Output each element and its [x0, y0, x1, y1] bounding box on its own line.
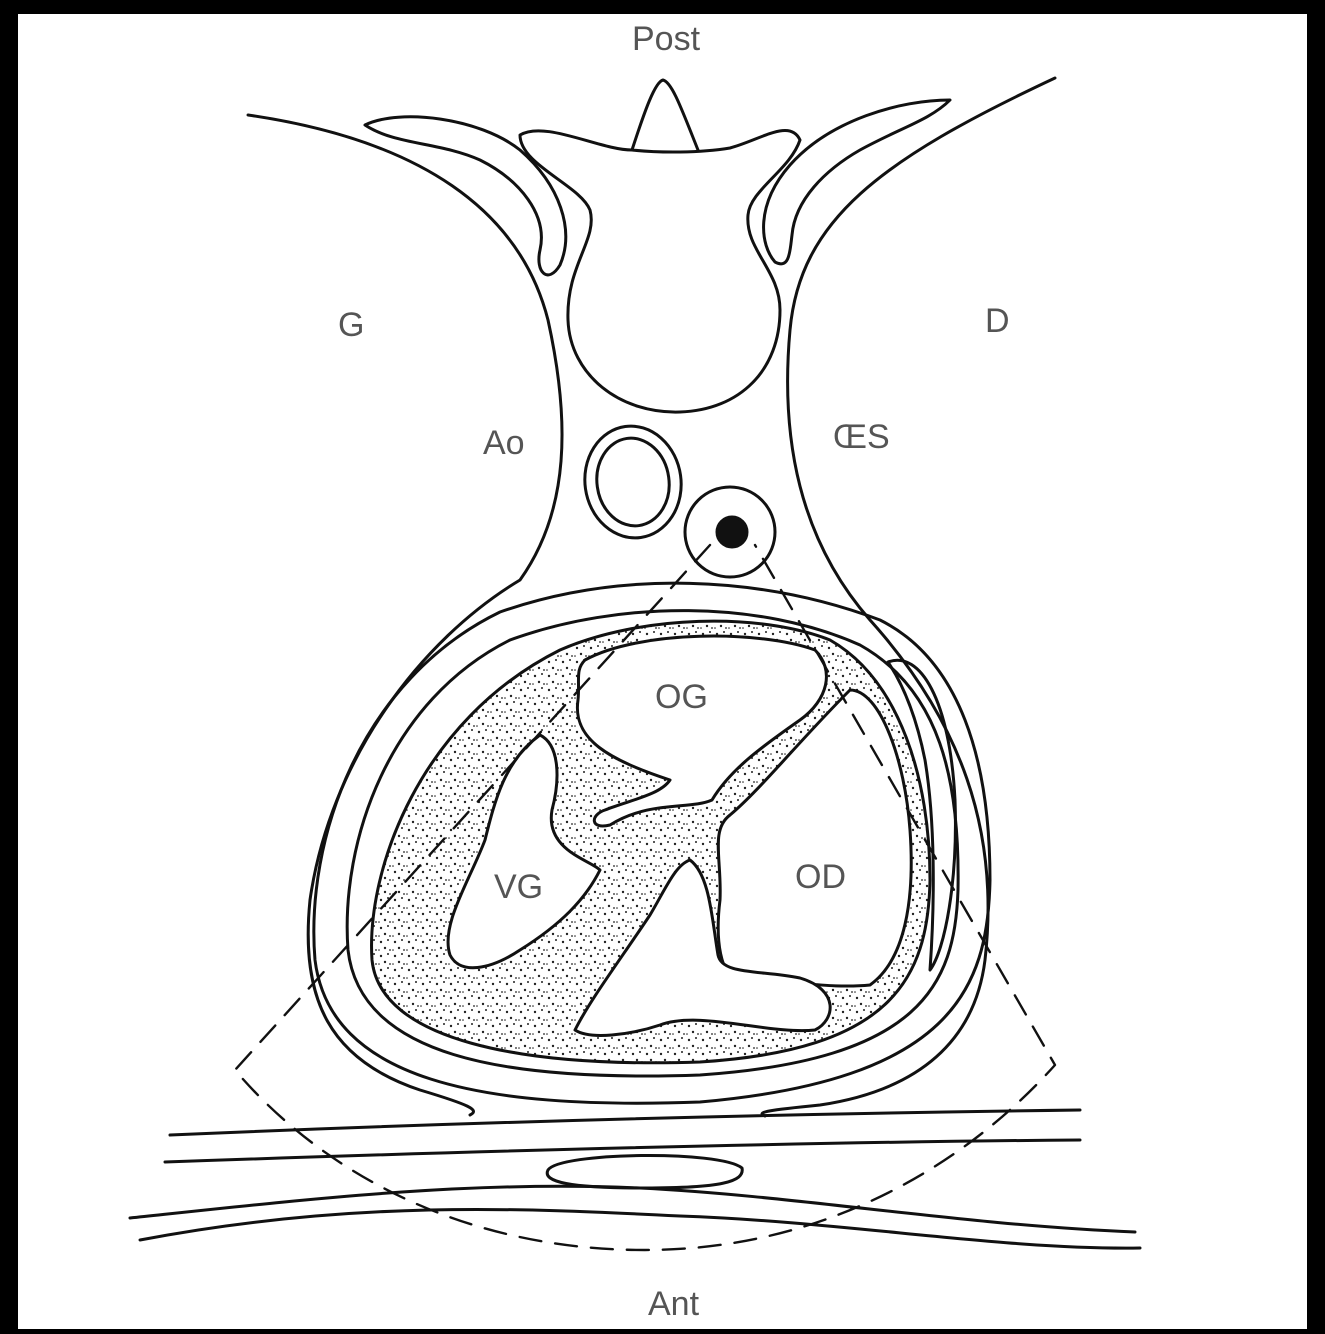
label-aorta: Ao — [483, 424, 525, 462]
tee-probe-tip — [717, 517, 747, 547]
label-right-atrium: OD — [795, 858, 846, 896]
label-left: G — [338, 306, 364, 344]
label-left-ventricle: VG — [494, 868, 543, 906]
label-anterior: Ant — [648, 1285, 700, 1323]
label-posterior: Post — [632, 20, 701, 58]
label-right: D — [985, 302, 1010, 340]
label-esophagus: ŒS — [833, 418, 890, 456]
label-left-atrium: OG — [655, 678, 708, 716]
